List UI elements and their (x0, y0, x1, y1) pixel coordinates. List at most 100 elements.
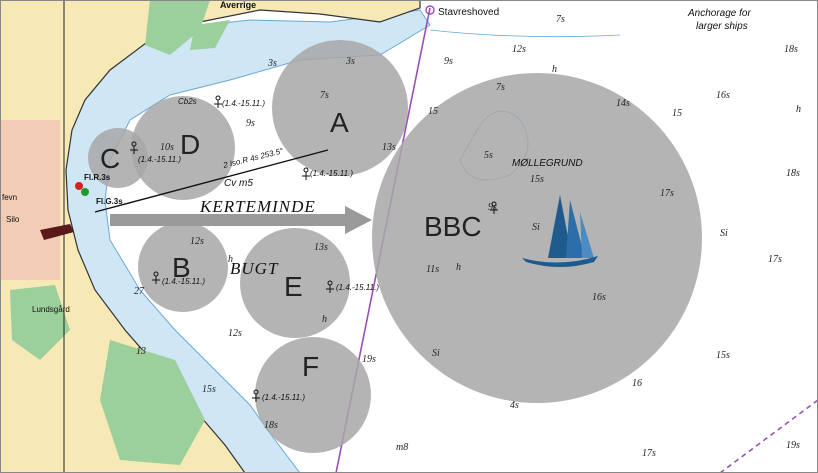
depth-sounding: Si (432, 348, 440, 359)
depth-sounding: 4s (510, 400, 519, 411)
zone-d-label: D (180, 129, 200, 160)
depth-sounding: 15 (672, 108, 682, 119)
place-bugt: BUGT (230, 259, 279, 278)
zone-bbc-circle (372, 73, 702, 403)
season-note-e: (1.4.-15.11.) (336, 283, 379, 292)
season-note-f: (1.4.-15.11.) (262, 393, 305, 402)
depth-sounding: h (796, 104, 801, 115)
light-label-red: Fl.R.3s (84, 173, 111, 182)
town-label-silo: Silo (6, 215, 20, 224)
mooring-symbol-e (326, 280, 334, 293)
depth-sounding: 3s (267, 58, 277, 69)
depth-sounding: 14s (616, 98, 630, 109)
place-mollegrund: MØLLEGRUND (512, 158, 583, 169)
depth-sounding: 13s (314, 242, 328, 253)
place-averrige: Averrige (220, 0, 256, 10)
season-note-b: (1.4.-15.11.) (162, 277, 205, 286)
depth-sounding: 15s (716, 350, 730, 361)
town-area (0, 120, 60, 280)
pier-icon (40, 224, 74, 240)
zone-b-circle (138, 222, 228, 312)
zone-e-label: E (284, 271, 303, 302)
depth-sounding: 10s (160, 142, 174, 153)
depth-sounding: Si (720, 228, 728, 239)
depth-sounding: 11s (426, 264, 439, 275)
depth-sounding: 7s (496, 82, 505, 93)
depth-sounding: 13s (382, 142, 396, 153)
season-note-a: (1.4.-15.11.) (310, 169, 353, 178)
depth-sounding: h (456, 262, 461, 273)
stavreshoved-light-marker (425, 5, 435, 15)
depth-sounding: 27 (134, 286, 145, 297)
buoy-label: Cv m5 (224, 178, 253, 189)
depth-sounding: 9s (246, 118, 255, 129)
depth-sounding: h (552, 64, 557, 75)
zone-b-label: B (172, 252, 191, 283)
mooring-symbol-a (302, 167, 310, 180)
zone-a-label: A (330, 107, 349, 138)
depth-sounding: 7s (320, 90, 329, 101)
depth-sounding: 7s (556, 14, 565, 25)
depth-sounding: h (322, 314, 327, 325)
zone-f-circle (255, 337, 371, 453)
zone-c-circle (88, 128, 148, 188)
place-stavreshoved: Stavreshoved (438, 7, 499, 18)
mooring-symbol-f (252, 389, 260, 402)
direction-arrow (110, 206, 372, 234)
depth-sounding: 9s (444, 56, 453, 67)
depth-sounding: 19s (786, 440, 800, 451)
depth-sounding: h (228, 254, 233, 265)
zone-bbc-label: BBC (424, 211, 482, 242)
harbour-red-light-icon (75, 182, 83, 190)
depth-sounding: 3s (345, 56, 355, 67)
depth-sounding: 16s (592, 292, 606, 303)
forest-south-west (10, 285, 70, 360)
mooring-symbol-b (152, 271, 160, 284)
mooring-symbol-d (214, 95, 222, 108)
depth-sounding: 15 (428, 106, 438, 117)
depth-sounding: 17s (642, 448, 656, 459)
depth-sounding: 18s (264, 420, 278, 431)
zone-a-circle (272, 40, 408, 176)
depth-sounding: m8 (396, 442, 408, 453)
light-label-green: Fl.G.3s (96, 197, 123, 206)
depth-sounding: 5s (484, 150, 493, 161)
town-label-fevn: fevn (2, 193, 17, 202)
depth-sounding: 18s (786, 168, 800, 179)
forest-south (100, 340, 205, 465)
depth-sounding: 13 (136, 346, 146, 357)
depth-sounding: 15s (530, 174, 544, 185)
mooring-symbol-c (130, 141, 138, 154)
zone-f-label: F (302, 351, 319, 382)
leading-line (94, 149, 329, 213)
mooring-symbol-bbc (490, 201, 498, 214)
depth-sounding: 17s (768, 254, 782, 265)
depth-sounding: 16 (632, 378, 642, 389)
depth-sounding: 16s (716, 90, 730, 101)
depth-sounding: Si (532, 222, 540, 233)
cable-label: Cb2s (178, 97, 197, 106)
depth-sounding: 12s (512, 44, 526, 55)
depth-sounding: 9s (488, 202, 497, 213)
contour-north (429, 29, 621, 38)
season-note-c: (1.4.-15.11.) (138, 155, 181, 164)
zone-e-circle (240, 228, 350, 338)
place-anchorage-line1: Anchorage for (687, 8, 751, 19)
depth-sounding: 15s (202, 384, 216, 395)
zone-d-circle (131, 96, 235, 200)
dashed-boundary-line (719, 399, 818, 473)
depth-sounding: 12s (190, 236, 204, 247)
depth-sounding: 19s (362, 354, 376, 365)
sailboat-logo-icon (522, 195, 598, 267)
season-note-d: (1.4.-15.11.) (222, 99, 265, 108)
forest-north (145, 0, 210, 55)
forest-north-east (190, 20, 230, 50)
harbour-green-light-icon (81, 188, 89, 196)
place-kerteminde: KERTEMINDE (199, 197, 316, 216)
place-anchorage-line2: larger ships (696, 21, 748, 32)
depth-sounding: 12s (228, 328, 242, 339)
depth-sounding: 17s (660, 188, 674, 199)
zone-c-label: C (100, 143, 120, 174)
